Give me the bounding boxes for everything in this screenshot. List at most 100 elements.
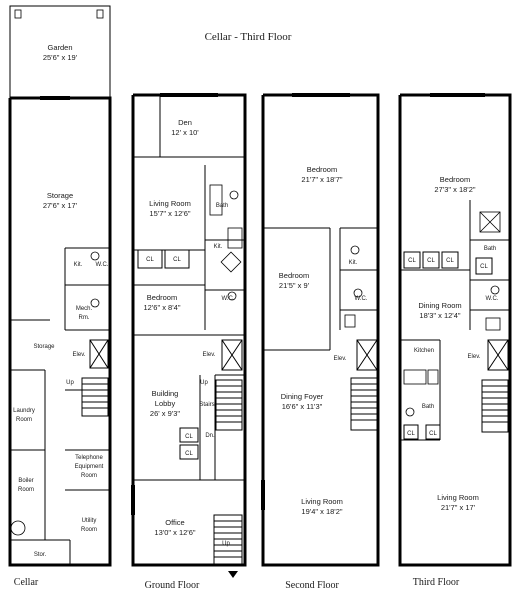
cellar-plan: Garden 25'6" x 19' Storage 27'6" x 17' K… [8, 5, 112, 588]
room-label-utility-room: Room [81, 527, 97, 533]
ground-toilet-2 [227, 291, 237, 301]
third-shower [479, 211, 501, 233]
room-dim-third-living: 21'7" x 17' [441, 503, 476, 512]
ground-kitchen-sink [220, 251, 242, 273]
cellar-elevator-x [89, 339, 109, 369]
cellar-mech-unit [90, 298, 100, 308]
floor-label-ground: Ground Floor [145, 580, 200, 591]
garden-outline [9, 5, 111, 99]
room-dim-ground-bedroom: 12'6" x 8'4" [144, 303, 181, 312]
third-kitchen-stove [403, 369, 427, 385]
ground-side-window [131, 485, 135, 515]
ground-closet-4 [179, 444, 199, 460]
third-closet-6 [425, 424, 441, 440]
room-label-equipment: Equipment [75, 464, 104, 470]
room-label-ground-dn: Dn. [205, 433, 215, 439]
second-elevator-shaft [356, 339, 378, 371]
ground-entry-stairs [213, 514, 243, 566]
second-window [292, 93, 350, 97]
third-partitions [400, 200, 510, 441]
room-label-third-cl-1: CL [408, 258, 416, 264]
room-label-telephone: Telephone [75, 455, 103, 461]
ground-window [160, 93, 218, 97]
room-label-utility: Utility [82, 518, 97, 524]
room-label-second-living: Living Room [301, 497, 343, 506]
room-label-ground-cl-2: CL [173, 257, 181, 263]
cellar-stairs [81, 377, 109, 417]
room-label-stor: Stor. [34, 552, 47, 558]
third-toilet [490, 285, 500, 295]
room-label-third-cl-6: CL [429, 431, 437, 437]
room-label-cellar-storage-2: Storage [33, 344, 55, 350]
ground-elevator-shaft [221, 339, 243, 371]
cellar-toilet [90, 251, 100, 261]
ground-elevator-x [221, 339, 243, 371]
third-closet-5 [403, 424, 419, 440]
room-label-third-cl-3: CL [446, 258, 454, 264]
ground-toilet [229, 190, 239, 200]
room-label-mech: Mech. [76, 306, 93, 312]
ground-closet-2 [164, 249, 190, 269]
cellar-elevator-shaft [89, 339, 109, 369]
room-label-second-wc: W.C. [355, 296, 368, 302]
ground-stairs [215, 379, 243, 431]
third-closet-3 [441, 251, 459, 269]
second-partitions [263, 227, 378, 351]
second-sink [344, 314, 356, 328]
floor-label-cellar: Cellar [14, 577, 39, 588]
room-label-second-elev: Elev. [334, 356, 347, 362]
third-closet-1 [403, 251, 421, 269]
room-label-third-living: Living Room [437, 493, 479, 502]
third-kitchen-sink [427, 369, 439, 385]
second-toilet-2 [353, 288, 363, 298]
room-label-storage: Storage [47, 191, 73, 200]
second-floor-plan: Bedroom 21'7" x 18'7" Kit. Bedroom 21'5"… [261, 93, 380, 591]
room-label-ground-up: Up [200, 380, 208, 386]
room-label-ground-bedroom: Bedroom [147, 293, 177, 302]
room-label-third-wc: W.C. [486, 296, 499, 302]
room-label-cellar-up: Up [66, 380, 74, 386]
room-label-third-bath-1: Bath [484, 246, 496, 252]
room-label-boiler-room: Room [18, 487, 34, 493]
second-side-window [261, 480, 265, 510]
room-label-telephone-room: Room [81, 473, 97, 479]
room-label-lobby: Building [152, 389, 179, 398]
room-label-third-bedroom: Bedroom [440, 175, 470, 184]
room-dim-second-bedroom-2: 21'5" x 9' [279, 281, 310, 290]
room-label-ground-up-2: Up [222, 541, 230, 547]
second-stairs [350, 377, 378, 431]
third-sink [485, 317, 501, 331]
room-label-ground-cl-3: CL [185, 434, 193, 440]
room-label-third-cl-4: CL [480, 264, 488, 270]
ground-floor-plan: Den 12' x 10' Living Room 15'7" x 12'6" … [131, 93, 247, 591]
room-dim-office: 13'0" x 12'6" [154, 528, 195, 537]
room-label-laundry: Laundry [13, 408, 35, 414]
room-label-garden: Garden [47, 43, 72, 52]
second-toilet [350, 245, 360, 255]
room-label-lobby-2: Lobby [155, 399, 176, 408]
room-label-second-bedroom-2: Bedroom [279, 271, 309, 280]
room-dim-third-dining: 18'3" x 12'4" [419, 311, 460, 320]
room-label-ground-cl-4: CL [185, 451, 193, 457]
room-label-dining-foyer: Dining Foyer [281, 392, 324, 401]
room-label-cellar-wc: W.C. [96, 262, 109, 268]
garden-corner-marker [96, 9, 104, 19]
room-label-den: Den [178, 118, 192, 127]
room-label-ground-stairs: Stairs [199, 402, 214, 408]
cellar-outer-wall [8, 96, 112, 567]
room-dim-ground-living: 15'7" x 12'6" [149, 209, 190, 218]
room-label-second-bedroom-1: Bedroom [307, 165, 337, 174]
room-label-ground-wc: W.C. [222, 296, 235, 302]
third-closet-4 [475, 257, 493, 275]
entrance-arrow-icon [228, 571, 238, 578]
garden-corner-marker [14, 9, 22, 19]
room-label-third-dining: Dining Room [418, 301, 461, 310]
room-label-third-cl-2: CL [427, 258, 435, 264]
room-label-laundry-room: Room [16, 417, 32, 423]
room-label-cellar-elev: Elev. [73, 352, 86, 358]
room-label-ground-kit: Kit. [214, 244, 223, 250]
room-label-boiler: Boiler [18, 478, 33, 484]
floor-label-third: Third Floor [413, 577, 460, 588]
ground-bathtub [209, 184, 223, 216]
